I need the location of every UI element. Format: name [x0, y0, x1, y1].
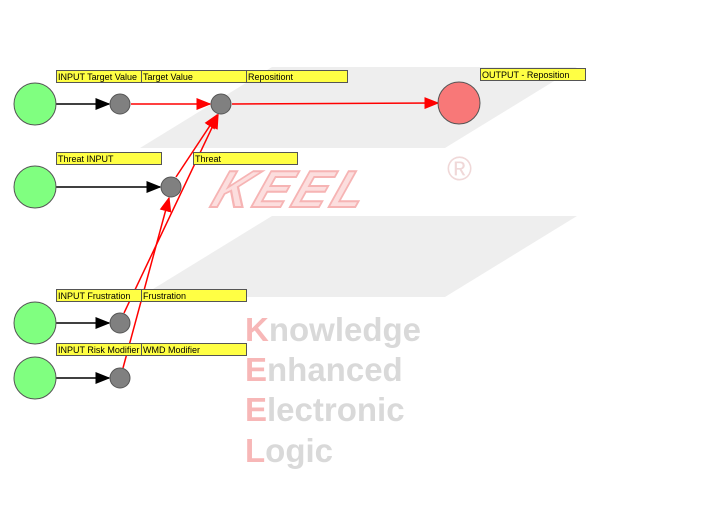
input-node-threat[interactable]: [13, 165, 57, 209]
input-node-frustration[interactable]: [13, 301, 57, 345]
watermark-line: Knowledge: [245, 311, 422, 348]
node-wmd[interactable]: [109, 367, 131, 389]
label-input-frustration[interactable]: INPUT Frustration: [56, 289, 142, 302]
node-target-value[interactable]: [109, 93, 131, 115]
plane-bottom: [140, 216, 577, 297]
node-frustration[interactable]: [109, 312, 131, 334]
keel-logo: KEEL: [203, 160, 381, 220]
node-reposition[interactable]: [210, 93, 232, 115]
label-input-target-value[interactable]: INPUT Target Value: [56, 70, 142, 83]
label-threat[interactable]: Threat: [193, 152, 298, 165]
label-target-value[interactable]: Target Value: [141, 70, 247, 83]
registered-mark: ®: [447, 150, 473, 188]
link-wmd-threat: [122, 196, 172, 369]
label-wmd-modifier[interactable]: WMD Modifier: [141, 343, 247, 356]
watermark-line: Logic: [245, 432, 334, 469]
input-node-risk[interactable]: [13, 356, 57, 400]
label-repositiont[interactable]: Repositiont: [246, 70, 348, 83]
label-threat-input[interactable]: Threat INPUT: [56, 152, 162, 165]
label-frustration[interactable]: Frustration: [141, 289, 247, 302]
link-frustration-reposition: [123, 113, 219, 314]
input-node-target[interactable]: [13, 82, 57, 126]
label-input-risk-modifier[interactable]: INPUT Risk Modifier: [56, 343, 142, 356]
node-threat[interactable]: [160, 176, 182, 198]
label-output-reposition[interactable]: OUTPUT - Reposition: [480, 68, 586, 81]
watermark-line: Enhanced: [245, 351, 403, 388]
output-node-reposition[interactable]: [437, 81, 481, 125]
link-reposition-output: [231, 97, 440, 110]
watermark-line: Electronic: [245, 391, 405, 428]
